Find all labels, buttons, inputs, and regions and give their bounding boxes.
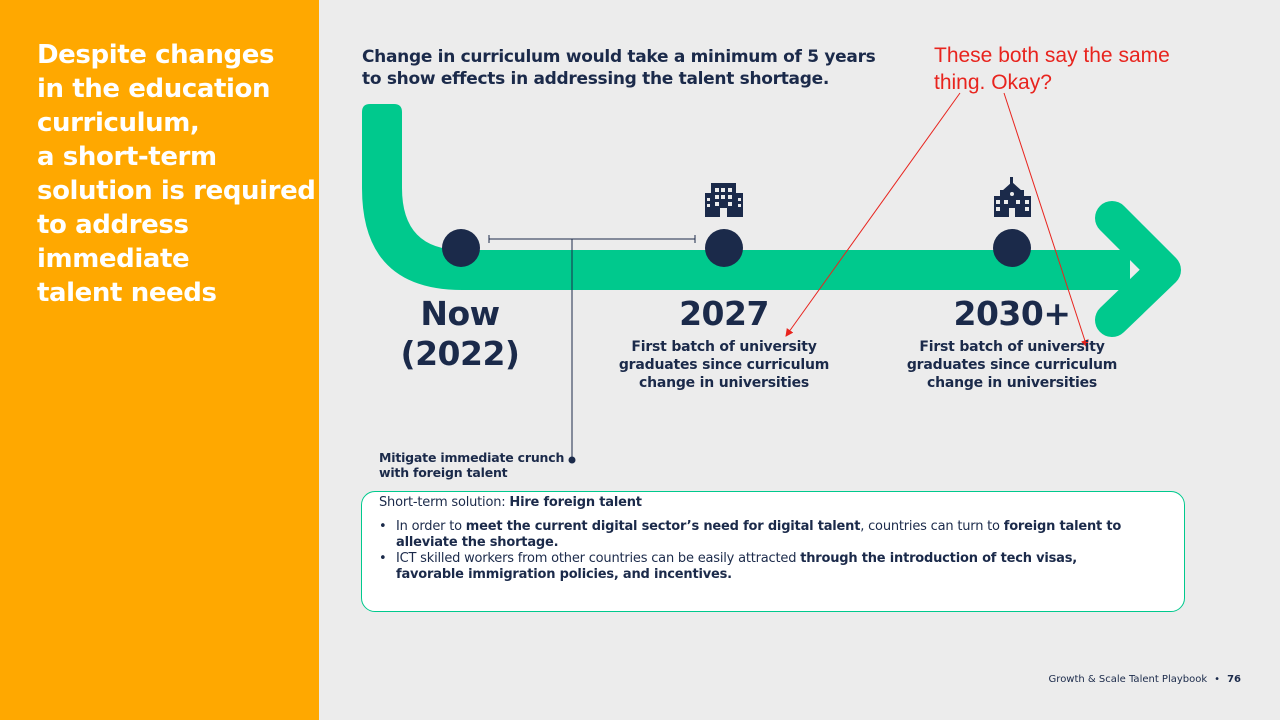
solution-bullet: • In order to meet the current digital se… — [379, 519, 1149, 551]
page-footer: Growth & Scale Talent Playbook • 76 — [1049, 674, 1241, 685]
mitigate-note-line: with foreign talent — [379, 465, 508, 480]
milestone-label-2027: 2027 — [679, 294, 769, 333]
sidebar-headline-line: in the education — [37, 74, 271, 104]
footer-separator: • — [1214, 674, 1221, 685]
milestone-description-line: graduates since curriculum — [906, 357, 1118, 373]
sidebar-headline-line: curriculum, — [37, 108, 200, 138]
solution-title-emphasis: Hire foreign talent — [509, 495, 642, 510]
sidebar-headline-line: Despite changes — [37, 40, 275, 70]
solution-bullet-list: • In order to meet the current digital se… — [379, 519, 1149, 583]
bullet-text-bold: through the introduction of tech visas, … — [396, 551, 1078, 582]
page-title: Change in curriculum would take a minimu… — [362, 46, 922, 90]
footer-title: Growth & Scale Talent Playbook — [1048, 674, 1208, 685]
milestone-dot-2030 — [993, 229, 1031, 267]
annotation-line: thing. Okay? — [934, 71, 1052, 94]
review-annotation: These both say the same thing. Okay? — [934, 42, 1234, 96]
page-number: 76 — [1227, 674, 1241, 685]
milestone-label-line: (2022) — [400, 334, 520, 373]
milestone-description-line: First batch of university — [919, 339, 1105, 355]
annotation-arrow-left — [785, 92, 961, 337]
milestone-description-line: First batch of university — [631, 339, 817, 355]
connector-end-dot — [568, 456, 576, 464]
solution-bullet: • ICT skilled workers from other countrie… — [379, 551, 1149, 583]
milestone-description-2030: First batch of university graduates sinc… — [892, 338, 1132, 392]
timeline-arrow-shaft — [362, 104, 1130, 290]
school-building-icon — [994, 177, 1031, 217]
bullet-marker: • — [379, 551, 387, 566]
timeline-arrow-head — [1095, 201, 1181, 337]
bullet-text: , countries can turn to — [860, 519, 1004, 534]
milestone-description-2027: First batch of university graduates sinc… — [604, 338, 844, 392]
sidebar-headline-line: talent needs — [37, 278, 217, 308]
bullet-text-bold: meet the current digital sector’s need f… — [465, 519, 861, 534]
bullet-text: ICT skilled workers from other countries… — [396, 551, 801, 566]
sidebar-headline-line: a short-term — [37, 142, 217, 172]
sidebar-headline-line: solution is required — [37, 176, 316, 206]
sidebar-headline-line: immediate — [37, 244, 190, 274]
mitigate-note-line: Mitigate immediate crunch — [379, 450, 565, 465]
bullet-text: In order to — [396, 519, 466, 534]
milestone-label-2030: 2030+ — [953, 294, 1072, 333]
short-term-solution-box: Short-term solution: Hire foreign talent… — [361, 491, 1185, 612]
mitigate-note: Mitigate immediate crunch with foreign t… — [379, 450, 564, 480]
milestone-dot-2027 — [705, 229, 743, 267]
solution-title-prefix: Short-term solution: — [379, 495, 510, 510]
sidebar-headline-line: to address — [37, 210, 189, 240]
bullet-marker: • — [379, 519, 387, 534]
sidebar-headline: Despite changes in the education curricu… — [37, 38, 316, 310]
bullet-text-bold: foreign talent to alleviate the shortage… — [396, 519, 1122, 550]
milestone-label-now: Now (2022) — [380, 294, 540, 374]
milestone-description-line: change in universities — [926, 375, 1098, 391]
annotation-arrow-right — [1003, 92, 1089, 348]
milestone-description-line: change in universities — [638, 375, 810, 391]
page-title-line: Change in curriculum would take a minimu… — [362, 47, 876, 67]
page-title-line: to show effects in addressing the talent… — [362, 69, 829, 89]
sidebar-panel: Despite changes in the education curricu… — [0, 0, 319, 720]
milestone-description-line: graduates since curriculum — [618, 357, 830, 373]
milestone-label-line: Now — [420, 294, 500, 333]
office-building-icon — [705, 183, 743, 217]
annotation-line: These both say the same — [934, 44, 1170, 67]
milestone-dot-now — [442, 229, 480, 267]
solution-title: Short-term solution: Hire foreign talent — [379, 494, 642, 511]
